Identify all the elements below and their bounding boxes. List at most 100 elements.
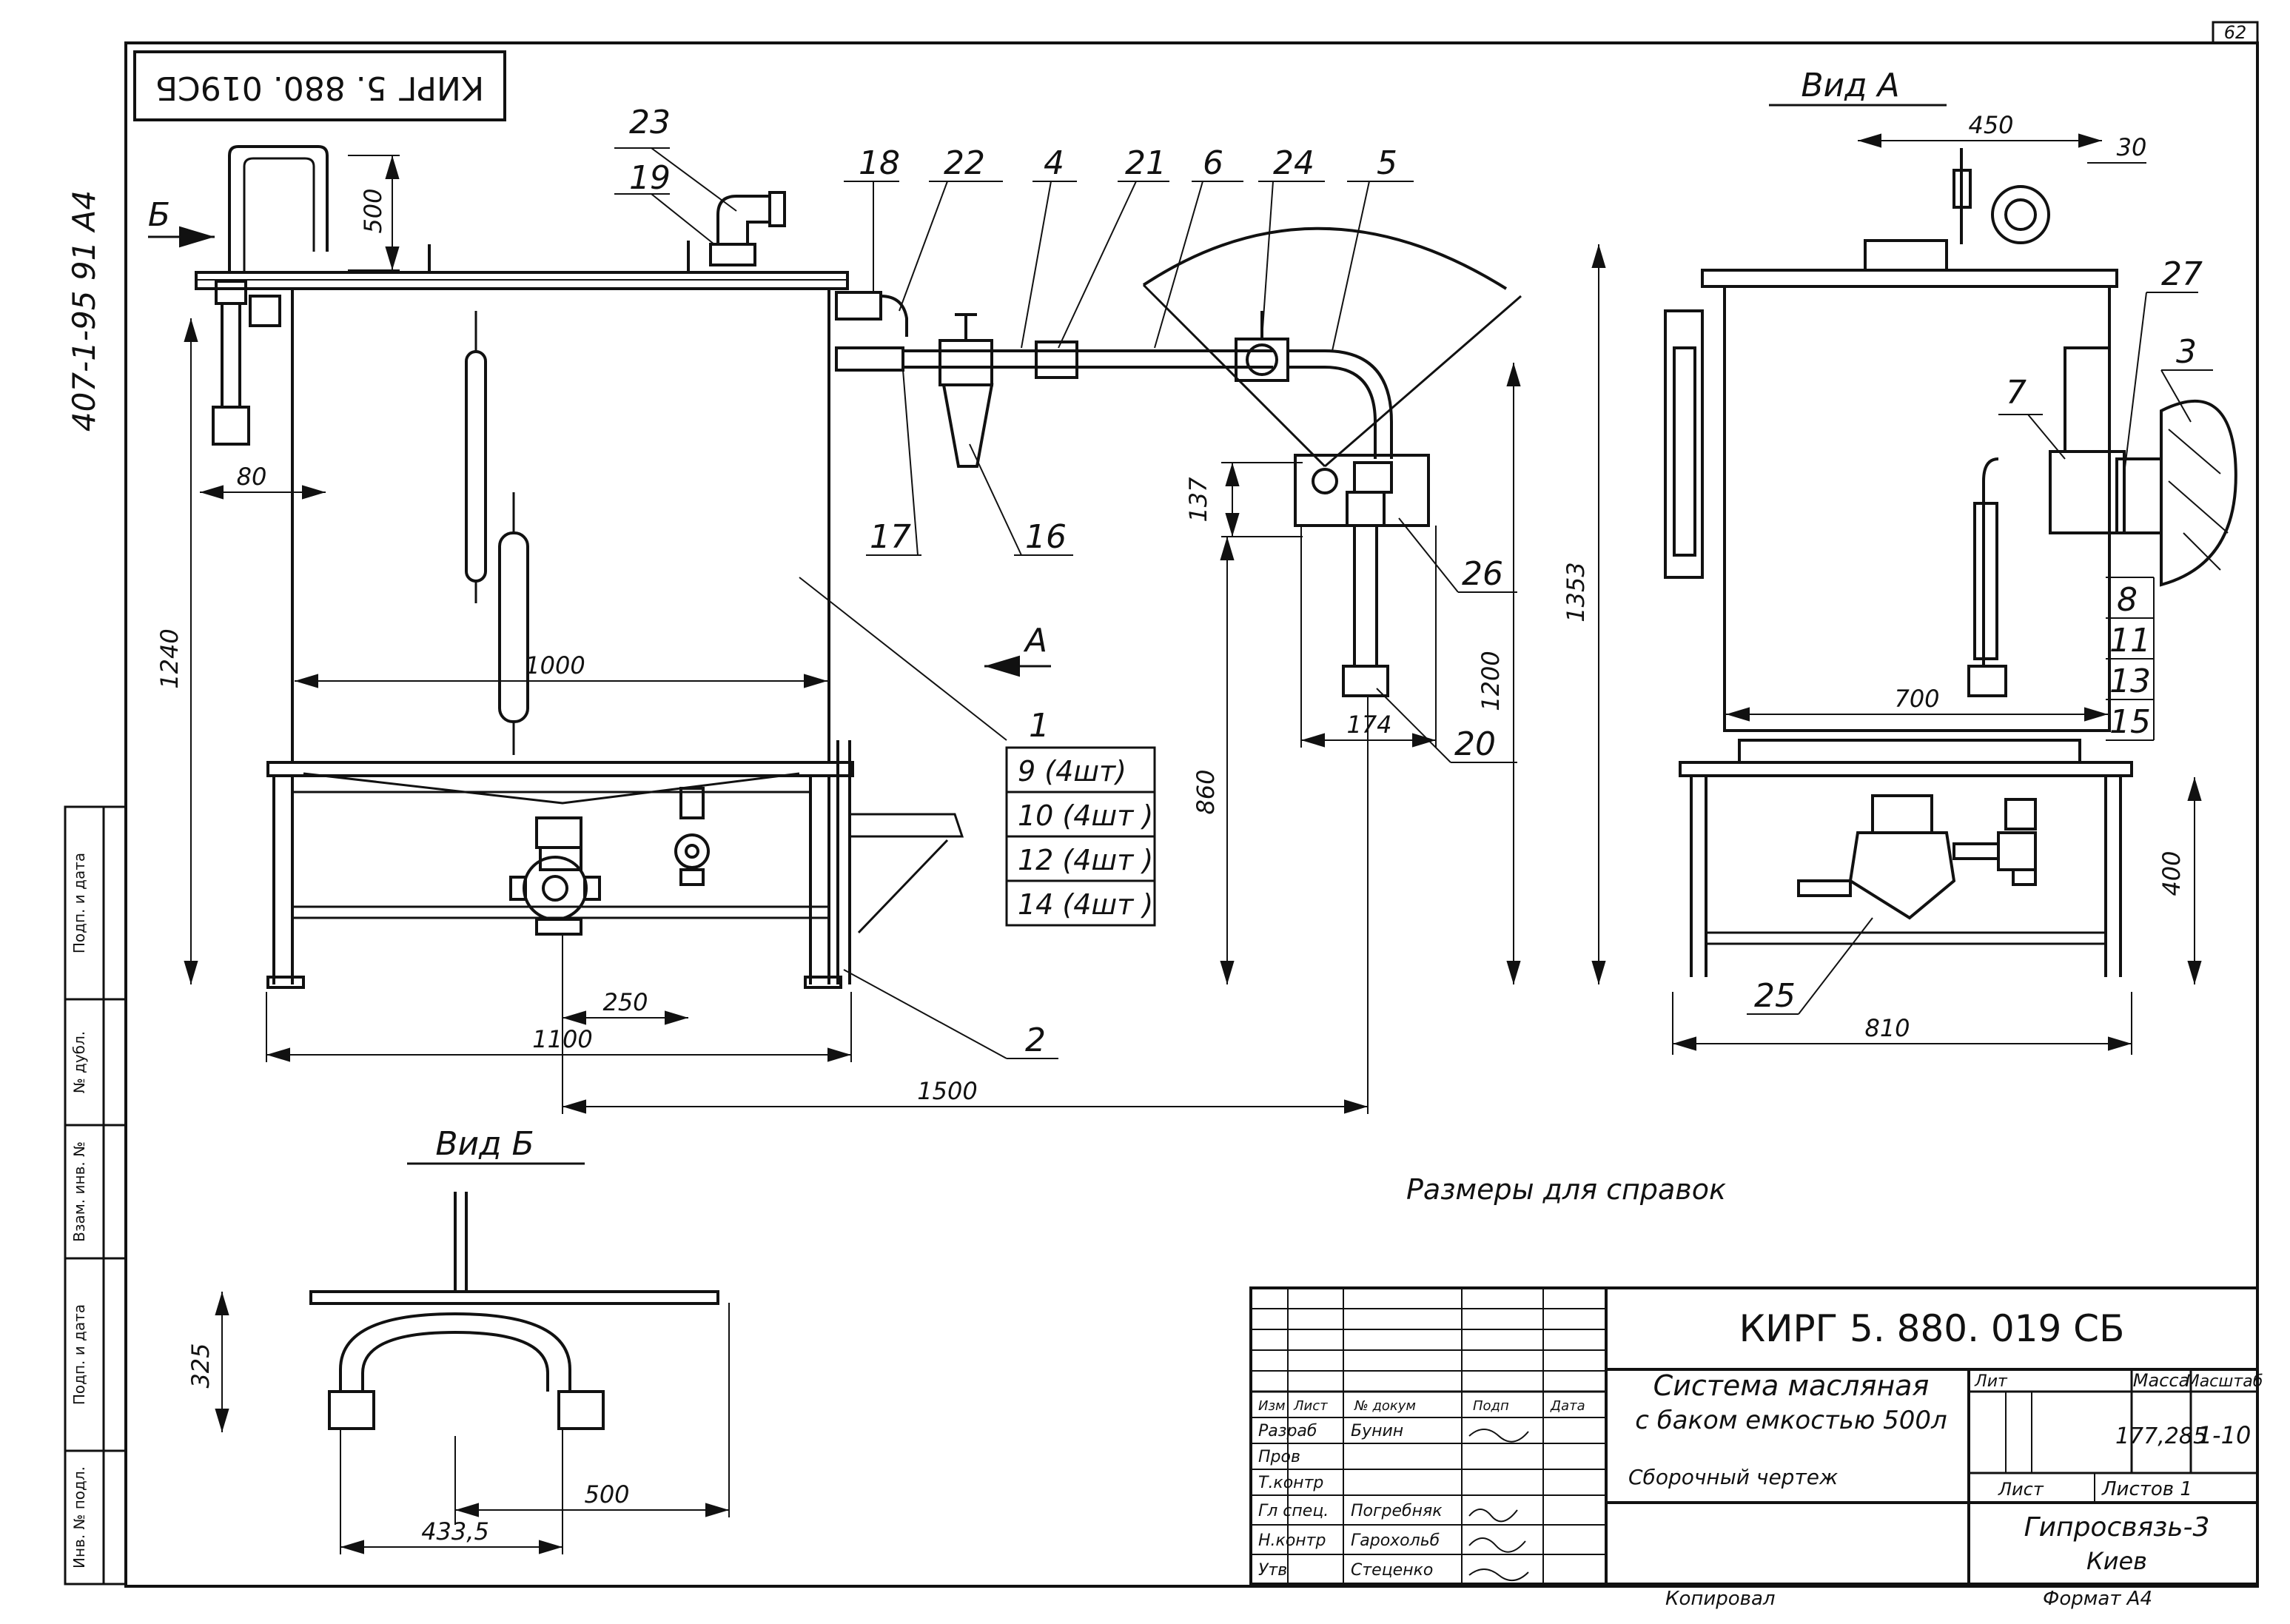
footer: Копировал Формат А4 [1665, 1588, 2152, 1610]
name-line-2: с баком емкостью 500л [1635, 1406, 1947, 1435]
org-line-2: Киев [2086, 1547, 2147, 1575]
dim-450: 450 [1968, 111, 2013, 139]
dim-810: 810 [1864, 1014, 1910, 1042]
svg-text:Инв. № подл.: Инв. № подл. [70, 1466, 88, 1568]
mass-value: 177,285 [2115, 1423, 2207, 1449]
callout-17: 17 [870, 518, 911, 556]
role-name: Стеценко [1351, 1561, 1433, 1580]
view-a-marker: А [1023, 622, 1047, 660]
dim-30: 30 [2117, 133, 2147, 161]
view-a-title: Вид А [1801, 67, 1899, 104]
front-view [195, 145, 1522, 989]
dim-1000: 1000 [525, 651, 585, 680]
view-b-title: Вид Б [435, 1125, 534, 1163]
dim-500b: 500 [584, 1480, 629, 1509]
header-izm: Изм [1258, 1398, 1286, 1414]
callout-16: 16 [1025, 518, 1067, 556]
callout-2: 2 [1025, 1021, 1046, 1059]
dim-1353: 1353 [1562, 562, 1590, 622]
callout-row: 12 (4шт ) [1018, 844, 1153, 876]
dimension-texts: 500 80 1240 1000 250 1100 1500 137 860 1… [155, 111, 2186, 1546]
note-reference: Размеры для справок [1406, 1173, 1726, 1206]
signature-scribbles [1468, 1429, 1529, 1581]
dim-700: 700 [1894, 685, 1939, 713]
title-block [1249, 1286, 2259, 1586]
callout-3: 3 [2176, 333, 2197, 371]
svg-text:Подп. и дата: Подп. и дата [70, 1304, 88, 1405]
view-arrows [148, 226, 1051, 677]
dimension-lines [184, 133, 2202, 1554]
col-scale: Масштаб [2186, 1372, 2263, 1391]
dim-1240: 1240 [155, 628, 184, 688]
sheets-label: Листов 1 [2101, 1478, 2192, 1500]
callout-row: 9 (4шт) [1018, 755, 1126, 788]
callout-1: 1 [1029, 707, 1050, 745]
role-name: Гарохольб [1351, 1531, 1440, 1550]
side-stamp [64, 805, 127, 1586]
callout-15: 15 [2109, 703, 2151, 741]
dim-433: 433,5 [421, 1517, 489, 1546]
format-label: Формат А4 [2043, 1588, 2152, 1610]
callout-13: 13 [2109, 662, 2151, 700]
role-name: Бунин [1351, 1422, 1403, 1440]
callout-19: 19 [629, 159, 671, 197]
callout-5: 5 [1377, 144, 1397, 182]
callout-7: 7 [2006, 374, 2027, 412]
code-box: КИРГ 5. 880. 019СБ [133, 50, 506, 121]
role: Разраб [1258, 1422, 1317, 1440]
header-date: Дата [1550, 1398, 1585, 1414]
callout-23: 23 [629, 104, 671, 141]
dim-1200: 1200 [1477, 651, 1505, 711]
callout-22: 22 [944, 144, 985, 182]
view-a-drawing [1664, 148, 2237, 977]
callout-25: 25 [1754, 977, 1796, 1015]
callout-26: 26 [1462, 555, 1503, 593]
view-b-drawing [309, 1192, 719, 1430]
scale-value: 1-10 [2197, 1421, 2252, 1449]
sheet-label: Лист [1998, 1479, 2044, 1500]
role: Утв [1258, 1561, 1287, 1580]
callout-6: 6 [1203, 144, 1223, 182]
role: Гл спец. [1258, 1502, 1329, 1520]
callout-27: 27 [2161, 255, 2203, 293]
svg-text:Подп. и дата: Подп. и дата [70, 853, 88, 953]
dim-250: 250 [602, 988, 648, 1016]
dim-400: 400 [2158, 850, 2186, 896]
dim-174: 174 [1346, 711, 1391, 739]
title-block-text: КИРГ 5. 880. 019 СБ Система масляная с б… [1258, 1307, 2263, 1581]
dim-1500: 1500 [917, 1077, 977, 1105]
callout-stack-a: 8 11 13 15 [2106, 577, 2155, 741]
svg-text:Взам. инв. №: Взам. инв. № [70, 1141, 88, 1242]
role: Т.контр [1258, 1474, 1323, 1492]
side-stamp-labels: Подп. и дата № дубл. Взам. инв. № Подп. … [70, 853, 88, 1568]
page-number: 62 [2224, 22, 2247, 43]
rotated-code: КИРГ 5. 880. 019СБ [155, 69, 484, 107]
name-line-1: Система масляная [1653, 1369, 1930, 1402]
view-b-marker: Б [148, 196, 170, 234]
dim-137: 137 [1184, 477, 1212, 523]
callout-leaders [614, 147, 2213, 1059]
dim-1100: 1100 [532, 1025, 592, 1053]
dim-860: 860 [1192, 769, 1220, 814]
dim-80: 80 [237, 463, 267, 491]
callout-11: 11 [2109, 622, 2151, 660]
callout-row: 10 (4шт ) [1018, 799, 1153, 832]
doc-type: Сборочный чертеж [1628, 1465, 1838, 1489]
callout-8: 8 [2117, 581, 2138, 619]
side-code: 407-1-95 91 А4 [66, 190, 102, 432]
callout-18: 18 [859, 144, 900, 182]
role-name: Погребняк [1351, 1502, 1443, 1520]
header-doc: № докум [1354, 1398, 1416, 1414]
dim-325: 325 [187, 1343, 215, 1388]
copied-label: Копировал [1665, 1588, 1776, 1610]
col-lit: Лит [1974, 1372, 2008, 1391]
role: Пров [1258, 1448, 1300, 1466]
dim-500: 500 [359, 188, 387, 233]
callout-4: 4 [1044, 144, 1064, 182]
svg-text:№ дубл.: № дубл. [70, 1031, 88, 1093]
callouts: 23 19 18 22 4 21 6 24 5 17 16 26 20 2 1 … [629, 104, 2203, 1059]
org-line-1: Гипросвязь-3 [2024, 1512, 2210, 1543]
header-list: Лист [1293, 1398, 1328, 1414]
col-mass: Масса [2133, 1370, 2190, 1391]
